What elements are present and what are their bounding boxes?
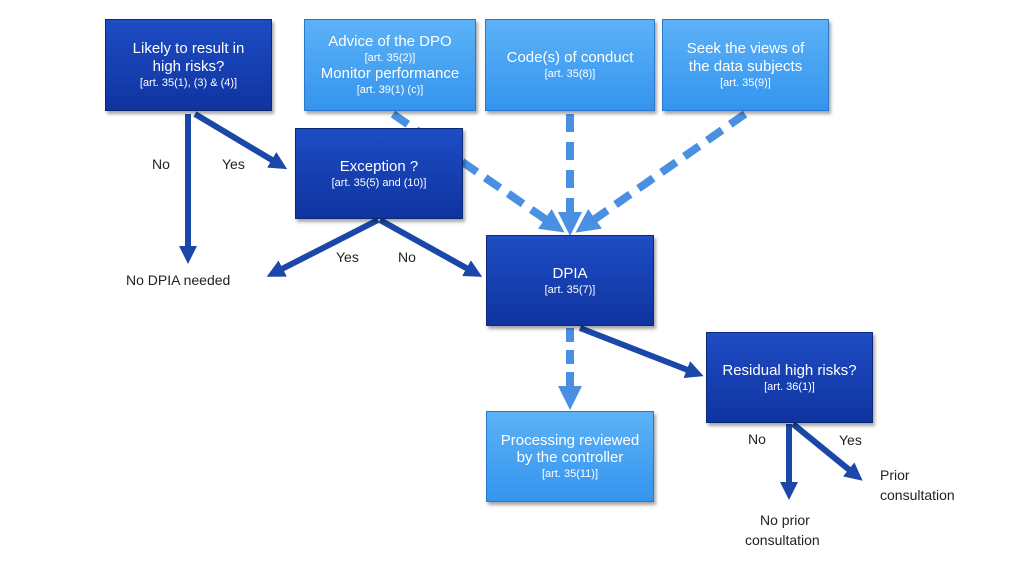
box-exception: Exception ? [art. 35(5) and (10)] [295,128,463,219]
box-exception-line1: Exception ? [339,157,419,175]
label-no-prior-consultation-1: No prior [760,512,810,528]
box-likely-high-risks: Likely to result in high risks? [art. 35… [105,19,272,111]
box-residual-line1: Residual high risks? [722,361,857,379]
box-views-data-subjects: Seek the views of the data subjects [art… [662,19,829,111]
box-processing-line1: Processing reviewed [500,431,640,449]
label-no-prior-consultation-2: consultation [745,532,820,548]
label-yes-exception: Yes [336,249,359,265]
label-prior-consultation-1: Prior [880,467,910,483]
box-exception-ref: [art. 35(5) and (10)] [331,176,427,189]
box-residual-high-risks: Residual high risks? [art. 36(1)] [706,332,873,423]
box-dpia: DPIA [art. 35(7)] [486,235,654,326]
box-likely-line2: high risks? [152,57,225,75]
box-processing-reviewed: Processing reviewed by the controller [a… [486,411,654,502]
box-processing-line2: by the controller [516,449,624,467]
box-likely-ref: [art. 35(1), (3) & (4)] [139,76,238,89]
box-advice-ref2: [art. 39(1) (c)] [356,84,424,97]
box-codes-line1: Code(s) of conduct [506,49,634,67]
label-no-likely: No [152,156,170,172]
box-dpia-ref: [art. 35(7)] [544,283,596,296]
arrow-views-to-dpia [575,110,748,233]
box-dpia-line1: DPIA [552,264,588,282]
arrow-residual-to-prior [791,421,863,481]
arrow-likely-to-exception [193,111,288,170]
box-views-line1: Seek the views of [686,40,805,58]
arrow-exception-to-dpia [378,217,483,277]
box-advice-line2: Monitor performance [320,65,460,82]
box-likely-line1: Likely to result in [132,40,245,58]
label-prior-consultation-2: consultation [880,487,955,503]
label-no-residual: No [748,431,766,447]
box-codes-of-conduct: Code(s) of conduct [art. 35(8)] [485,19,655,111]
box-views-line2: the data subjects [688,57,803,75]
label-no-dpia-needed: No DPIA needed [126,272,231,288]
box-processing-ref: [art. 35(11)] [541,468,599,481]
box-advice-dpo: Advice of the DPO [art. 35(2)] Monitor p… [304,19,476,111]
label-no-exception: No [398,249,416,265]
box-residual-ref: [art. 36(1)] [764,380,815,393]
arrow-exception-to-no-dpia [266,217,380,277]
label-yes-residual: Yes [839,432,862,448]
arrow-dpia-to-residual [578,325,704,379]
box-advice-line1: Advice of the DPO [328,33,452,51]
label-yes-likely: Yes [222,156,245,172]
box-advice-ref1: [art. 35(2)] [364,52,416,65]
box-views-ref: [art. 35(9)] [720,76,771,89]
box-codes-ref: [art. 35(8)] [544,68,596,81]
